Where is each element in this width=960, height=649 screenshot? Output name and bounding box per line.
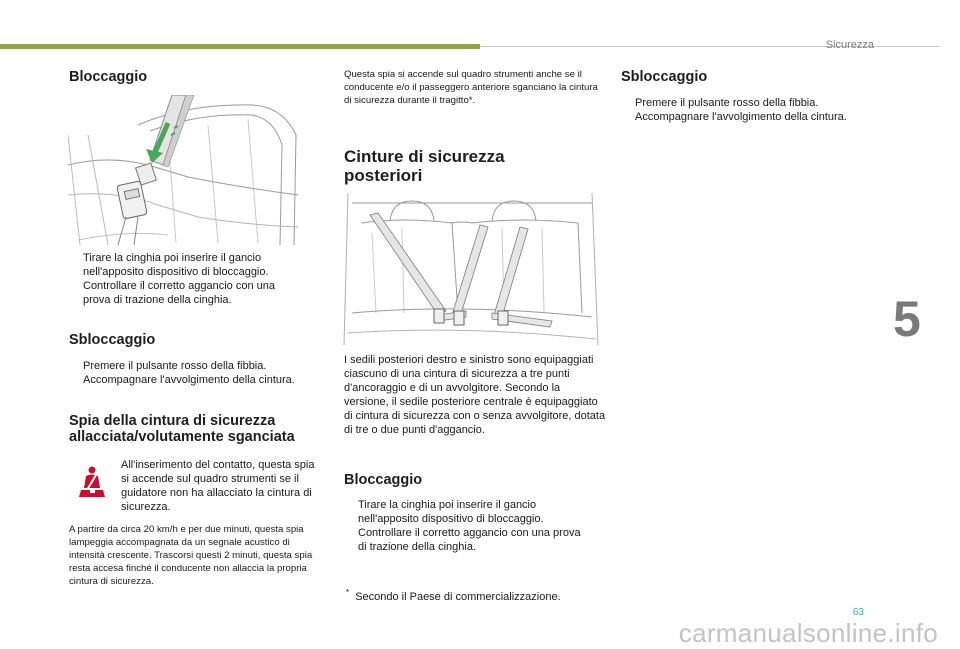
seatbelt-warning-icon [79, 466, 105, 497]
chapter-number: 5 [893, 291, 921, 347]
heading-sbloccaggio-front: Sbloccaggio [69, 332, 156, 348]
list-item: Premere il pulsante rosso della fibbia. [635, 97, 819, 109]
list-item: Accompagnare l'avvolgimento della cintur… [83, 374, 295, 386]
heading-bloccaggio-front: Bloccaggio [69, 69, 148, 85]
list-item: Controllare il corretto aggancio con una… [358, 527, 581, 553]
list-item: Accompagnare l'avvolgimento della cintur… [635, 111, 847, 123]
section-title: Sicurezza [825, 39, 874, 51]
list-item: Premere il pulsante rosso della fibbia. [83, 360, 267, 372]
footnote: * Secondo il Paese di commercializzazion… [346, 588, 561, 603]
heading-sbloccaggio-rear: Sbloccaggio [621, 69, 708, 85]
watermark: carmanualsonline.info [678, 618, 938, 648]
footnote-mark: * [346, 588, 350, 597]
list-item: Tirare la cinghia poi inserire il gancio… [83, 252, 269, 278]
header-rule [480, 46, 940, 47]
header-accent-bar [0, 44, 480, 49]
page-number: 63 [852, 607, 864, 618]
spia-note: A partire da circa 20 km/h e per due min… [69, 524, 313, 587]
list-bloccaggio-front: Tirare la cinghia poi inserire il gancio… [69, 251, 299, 307]
heading-spia-cintura: Spia della cintura di sicurezza allaccia… [69, 413, 295, 445]
spia-top-note: Questa spia si accende sul quadro strume… [344, 69, 598, 106]
list-bloccaggio-rear: Tirare la cinghia poi inserire il gancio… [344, 498, 584, 554]
heading-cinture-posteriori: Cinture di sicurezza posteriori [344, 147, 505, 185]
heading-bloccaggio-rear: Bloccaggio [344, 472, 423, 488]
cinture-description: I sedili posteriori destro e sinistro so… [344, 354, 606, 436]
spia-description: All'inserimento del contatto, questa spi… [121, 459, 315, 513]
rear-seatbelts-illustration [342, 193, 600, 345]
list-sbloccaggio-front: Premere il pulsante rosso della fibbia. … [69, 359, 329, 387]
list-item: Tirare la cinghia poi inserire il gancio… [358, 499, 544, 525]
list-sbloccaggio-rear: Premere il pulsante rosso della fibbia. … [621, 96, 881, 124]
list-item: Controllare il corretto aggancio con una… [83, 280, 276, 306]
front-buckle-illustration [68, 95, 300, 245]
